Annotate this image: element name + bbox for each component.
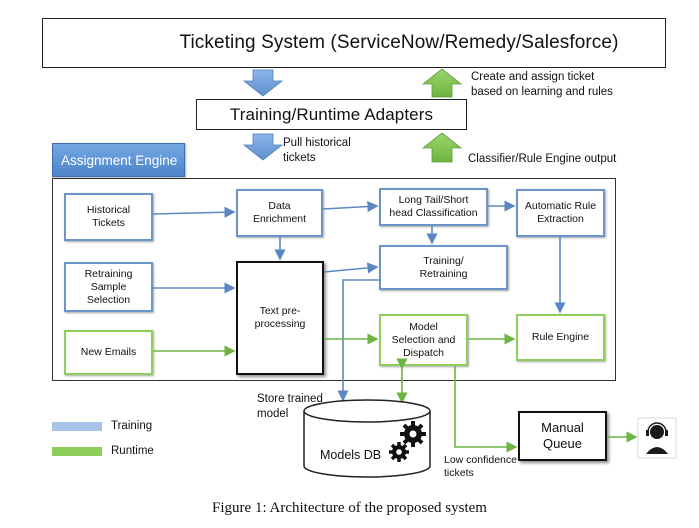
models-db-label: Models DB — [320, 448, 382, 462]
node-line: Selection and — [391, 333, 456, 346]
new-emails-node: New Emails — [64, 330, 153, 375]
legend-training-swatch — [52, 422, 102, 431]
node-line: Training/ — [423, 254, 464, 267]
annotation-line: Low confidence — [444, 454, 517, 466]
ticketing-system-box: Ticketing System (ServiceNow/Remedy/Sale… — [42, 18, 666, 68]
annotation-line: Store trained — [257, 393, 323, 405]
annotation-line: Pull historical — [283, 137, 351, 149]
node-line: head Classification — [389, 207, 478, 219]
annotation-line: Classifier/Rule Engine output — [468, 153, 617, 165]
enrichment-to-longtail — [322, 200, 379, 213]
node-line: Tickets — [92, 217, 125, 229]
pull-historical-annotation: Pull historical tickets — [283, 136, 351, 166]
annotation-line: tickets — [283, 152, 316, 164]
annotation-line: model — [257, 408, 289, 420]
node-line: Text pre- — [259, 305, 301, 317]
node-line: Extraction — [537, 213, 584, 225]
ticketing-system-label: Ticketing System (ServiceNow/Remedy/Sale… — [179, 32, 619, 53]
create-assign-annotation: Create and assign ticket based on learni… — [471, 70, 613, 100]
low-confidence-annotation: Low confidence tickets — [444, 454, 517, 480]
classifier-output-annotation: Classifier/Rule Engine output — [468, 152, 616, 167]
legend-runtime-swatch — [52, 447, 102, 456]
down-arrow-to-adapters — [242, 69, 284, 97]
node-line: Data — [268, 200, 291, 212]
rule-engine-node: Rule Engine — [516, 314, 605, 361]
node-line: Model — [409, 320, 438, 333]
training-retraining-node: Training/Retraining — [379, 245, 508, 290]
node-line: Retraining — [84, 267, 133, 280]
figure-caption: Figure 1: Architecture of the proposed s… — [212, 500, 487, 516]
support-agent-icon — [637, 417, 677, 459]
node-line: Manual — [541, 420, 584, 435]
textpre-to-training — [323, 262, 379, 274]
node-line: Queue — [542, 436, 583, 451]
node-line: Retraining — [419, 267, 468, 280]
up-arrow-to-ticketing — [421, 68, 463, 98]
node-line: processing — [254, 318, 306, 330]
assignment-engine-title: Assignment Engine — [52, 143, 185, 177]
node-line: Rule Engine — [531, 331, 590, 343]
modelselection-to-manualqueue — [454, 366, 518, 453]
node-line: Enrichment — [252, 213, 307, 225]
gears-icon — [389, 421, 426, 462]
annotation-line: based on learning and rules — [471, 86, 613, 98]
legend-runtime-label: Runtime — [111, 445, 154, 457]
down-arrow-to-engine — [242, 133, 284, 161]
node-line: Sample — [90, 280, 127, 293]
store-trained-model-annotation: Store trained model — [257, 392, 323, 422]
up-arrow-to-adapters — [421, 132, 463, 163]
adapters-box: Training/Runtime Adapters — [196, 99, 467, 130]
annotation-line: Create and assign ticket — [471, 71, 595, 83]
node-line: Long Tail/Short — [398, 194, 469, 206]
legend-training-label: Training — [111, 420, 153, 432]
training-to-modelsdb — [337, 279, 379, 402]
text-preprocessing-node: Text pre-processing — [236, 261, 324, 375]
adapters-label: Training/Runtime Adapters — [229, 104, 434, 124]
historical-to-enrichment — [152, 206, 236, 218]
node-line: Dispatch — [403, 346, 444, 359]
assignment-engine-title-text: Assignment Engine — [61, 152, 178, 168]
node-line: Automatic Rule — [524, 200, 597, 212]
node-line: New Emails — [80, 346, 137, 358]
annotation-line: tickets — [444, 467, 474, 479]
node-line: Selection — [86, 293, 131, 306]
node-line: Historical — [86, 204, 131, 216]
